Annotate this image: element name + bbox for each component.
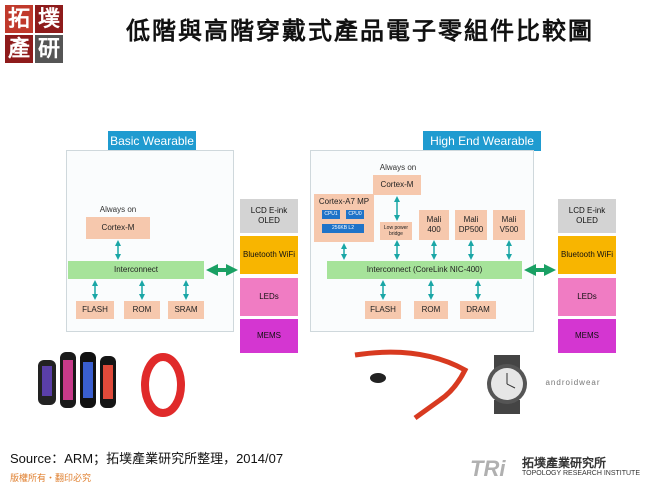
logo: 拓 墣 產 研 (5, 5, 65, 65)
copyright-footer: 版權所有・翻印必究 (10, 473, 92, 483)
high-dram-block: DRAM (460, 301, 496, 319)
basic-wearable-header: Basic Wearable (108, 131, 196, 151)
high-wireless-block: Bluetooth WiFi (558, 236, 616, 274)
logo-char-4: 研 (35, 35, 63, 63)
tri-english-name: TOPOLOGY RESEARCH INSTITUTE (522, 470, 640, 477)
smart-watch-image (487, 355, 527, 414)
basic-arrows (92, 196, 512, 300)
high-flash-block: FLASH (365, 301, 401, 319)
high-leds-block: LEDs (558, 278, 616, 316)
high-always-on-label: Always on (379, 163, 417, 172)
basic-cortex-m-block: Cortex-M (86, 217, 150, 239)
basic-display-block: LCD E-ink OLED (240, 199, 298, 233)
low-power-bridge-block: Low power bridge (380, 222, 412, 240)
mali-v500-block: Mali V500 (493, 210, 525, 240)
source-citation: Source：ARM；拓墣產業研究所整理，2014/07 (10, 451, 284, 466)
smart-glasses-image (354, 349, 469, 421)
page-title: 低階與高階穿戴式產品電子零組件比較圖 (126, 16, 594, 45)
basic-always-on-label: Always on (99, 205, 137, 214)
basic-rom-block: ROM (124, 301, 160, 319)
cortex-a7-label: Cortex-A7 MP (318, 197, 370, 206)
basic-wireless-block: Bluetooth WiFi (240, 236, 298, 274)
high-cortex-m-block: Cortex-M (373, 175, 421, 195)
tri-chinese-name: 拓墣產業研究所 (522, 456, 607, 470)
high-interconnect-bar: Interconnect (CoreLink NIC-400) (327, 261, 522, 279)
android-wear-logo: androidwear (545, 378, 601, 387)
tri-mark: TRi (470, 456, 506, 481)
high-mems-block: MEMS (558, 319, 616, 353)
mali-400-block: Mali 400 (419, 210, 449, 240)
high-rom-block: ROM (414, 301, 448, 319)
basic-mems-block: MEMS (240, 319, 298, 353)
high-display-block: LCD E-ink OLED (558, 199, 616, 233)
cpu1-block: CPU1 (322, 210, 340, 219)
basic-interconnect-bar: Interconnect (68, 261, 204, 279)
fitness-band-images (38, 352, 185, 417)
l2-cache-block: 256KB L2 (322, 224, 364, 233)
basic-flash-block: FLASH (76, 301, 114, 319)
mali-dp500-block: Mali DP500 (455, 210, 487, 240)
high-end-wearable-header: High End Wearable (423, 131, 541, 151)
logo-char-1: 拓 (5, 5, 33, 33)
basic-sram-block: SRAM (168, 301, 204, 319)
cpu0-block: CPU0 (346, 210, 364, 219)
logo-char-2: 墣 (35, 5, 63, 33)
logo-char-3: 產 (5, 35, 33, 63)
basic-leds-block: LEDs (240, 278, 298, 316)
